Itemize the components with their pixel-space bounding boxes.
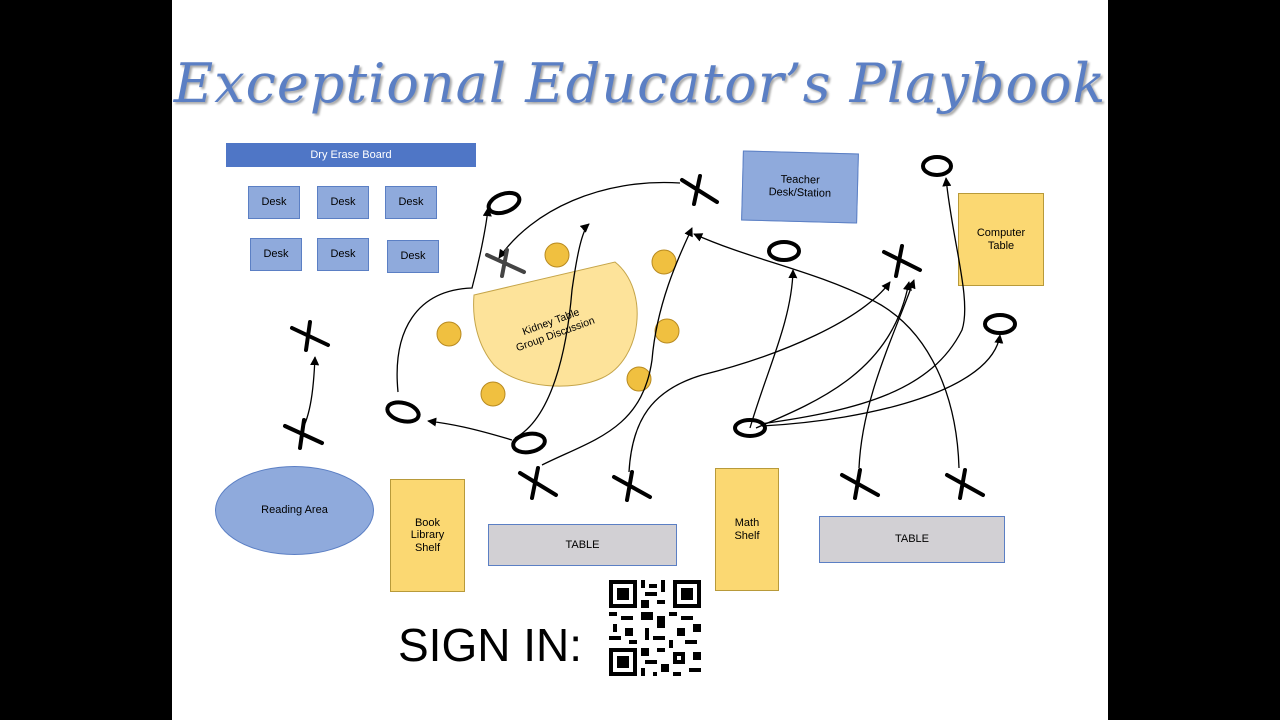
x-marker (680, 174, 719, 206)
table-right: TABLE (819, 516, 1005, 563)
play-line (858, 279, 916, 469)
seat (651, 249, 677, 275)
qr-code-icon[interactable] (605, 576, 705, 680)
book-library-shelf: Book Library Shelf (390, 479, 465, 592)
o-marker (385, 400, 421, 424)
play-line (514, 223, 590, 439)
play-line (396, 207, 492, 393)
seat (544, 242, 570, 268)
desk-3: Desk (385, 186, 437, 219)
desk-5: Desk (317, 238, 369, 271)
math-shelf: Math Shelf (715, 468, 779, 591)
table-left: TABLE (488, 524, 677, 566)
x-marker (840, 468, 880, 500)
play-line (498, 181, 681, 259)
o-marker (767, 240, 801, 262)
page-title: Exceptional Educator’s Playbook (173, 52, 1107, 115)
play-line (427, 417, 513, 441)
play-line (693, 233, 960, 469)
x-marker (882, 244, 922, 278)
x-marker (612, 470, 652, 502)
play-line (628, 281, 891, 473)
reading-area: Reading Area (215, 466, 374, 555)
seat (436, 321, 462, 347)
x-marker (485, 248, 526, 278)
seat (480, 381, 506, 407)
x-markers (283, 174, 985, 502)
play-line (302, 356, 320, 429)
o-marker (921, 155, 953, 177)
computer-table: Computer Table (958, 193, 1044, 286)
kidney-table: Kidney TableGroup Discussion (473, 261, 638, 387)
desk-1: Desk (248, 186, 300, 219)
play-lines (302, 177, 1004, 473)
o-marker (733, 418, 767, 438)
slide: Exceptional Educator’s Playbook Dry Eras… (172, 0, 1108, 720)
play-line (755, 281, 912, 429)
o-marker (486, 190, 522, 216)
dry-erase-board: Dry Erase Board (226, 143, 476, 167)
play-line (749, 269, 798, 429)
x-marker (283, 418, 324, 450)
play-line (759, 177, 966, 425)
play-line (761, 334, 1004, 427)
o-markers (385, 155, 1017, 455)
seats (436, 242, 680, 407)
o-marker (983, 313, 1017, 335)
x-marker (945, 468, 985, 500)
x-marker (290, 320, 330, 352)
play-line (541, 227, 693, 466)
x-marker (518, 466, 558, 500)
desk-2: Desk (317, 186, 369, 219)
playbook-diagram: Kidney TableGroup Discussion (283, 155, 1017, 502)
desk-4: Desk (250, 238, 302, 271)
o-marker (511, 431, 547, 455)
desk-6: Desk (387, 240, 439, 273)
seat (626, 366, 652, 392)
seat (654, 318, 680, 344)
sign-in-label: SIGN IN: (398, 619, 583, 671)
